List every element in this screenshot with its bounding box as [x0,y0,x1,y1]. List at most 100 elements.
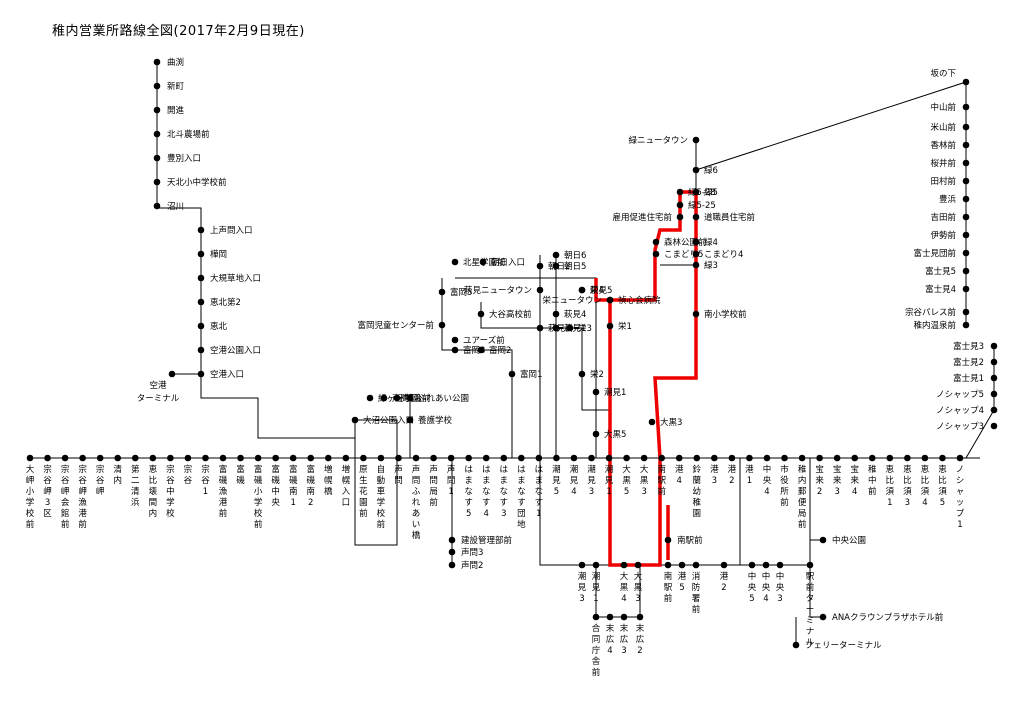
stop-label: 央 [762,582,771,593]
stop-label: 緑ヶ丘学園 [378,393,421,404]
stop-label: 前 [868,486,877,497]
stop-label: 谷 [201,476,210,486]
stop-label: 3 [777,594,782,604]
stop-label: 大沼公園入口 [363,415,414,426]
stop-label: 1 [887,498,892,508]
stop-雇用促進住宅前 [676,213,684,221]
stop-label: 動 [377,475,386,486]
stop-label: 恵 [886,464,895,475]
stop-label: 市 [780,464,789,475]
stop-富磯小学校前 [254,454,262,462]
stop-label: 来 [833,476,842,486]
stop-label: 萩見4 [564,309,586,320]
stop-明治前 [393,394,401,402]
stop-宗谷岬会館前 [61,454,69,462]
stop-label: 須 [886,487,895,497]
stop-label: 車 [377,486,386,497]
stop-label: 便 [798,497,807,508]
stop-南駅前 [658,454,665,462]
stop-label: フェリーターミナル [805,641,882,651]
stop-label: 前 [692,604,701,615]
stop-声問 [395,454,402,462]
stop-label: 空港入口 [210,369,244,380]
stop-label: 谷 [166,476,175,486]
stop-空港入口 [197,370,205,378]
stop-中央4 [763,454,771,462]
stop-label: 吉田前 [930,212,956,223]
stop-label: 恵北 [210,321,228,332]
stop-label: 小 [26,486,35,497]
stop-label: 栄2 [590,369,604,380]
stop-恵比須5 [939,454,946,462]
stop-南小学校前 [692,310,700,318]
stop-label: 1 [203,487,208,497]
stop-label: 中 [868,475,877,486]
stop-label: 富岡2 [489,345,511,356]
stop-label: 富岡1 [520,369,542,380]
lower-line-1 [539,458,810,566]
stop-label: 1 [448,487,453,497]
stop-label: 署 [692,594,701,604]
stop-label: 港 [720,571,729,582]
stop-道職員住宅前 [692,213,700,221]
stop-宗谷岬3区 [44,454,51,462]
stop-label: 栄1 [618,321,632,332]
stop-田村前 [962,177,970,185]
stop-label: な [535,487,544,497]
stop-label: 富 [219,464,228,475]
stop-label: 幼 [693,486,702,497]
stop-label: 宗 [201,464,210,475]
stop-label: 緑5-25 [688,200,716,211]
stop-label: 須 [921,487,930,497]
stop-label: 中 [166,486,175,497]
stop-label: 間 [149,498,158,508]
lower-line-4 [809,458,823,618]
stop-label: 増 [342,464,351,475]
stop-label: な [517,487,526,497]
stop-label: 見 [587,476,596,486]
stop-label: ま [500,476,509,486]
stop-label: 学 [377,497,386,508]
stop-港4 [675,454,683,462]
stop-label: 合 [592,623,601,634]
stops [26,58,998,649]
stop-label: 磯 [219,475,228,486]
stop-label: 所 [780,486,789,497]
stop-港1 [746,454,753,462]
stop-label: 富士見団前 [913,248,956,259]
stop-label: 養護学校 [418,415,453,426]
stop-label: 中 [763,464,772,475]
stop-label: 恵 [921,464,930,475]
stop-label: 緑6 [704,165,718,176]
stop-label: 黒 [622,476,631,486]
stop-空港ターミナル [168,370,176,378]
stop-沼川 [153,202,161,210]
stop-label: 3 [621,646,626,656]
stop-label: 朝日6 [564,251,586,261]
stop-label: 磯 [306,475,315,486]
stop-大黒4 [620,561,628,569]
stop-label: 2 [729,476,734,486]
stop-label: 園 [359,498,368,508]
stop-宝来3 [833,454,841,462]
stop-label: れ [412,498,421,508]
stop-朝日6 [552,251,560,259]
stop-富士見1 [990,374,998,382]
stop-label: 南 [657,464,666,475]
stop-label: タ [806,594,815,604]
stop-label: 宗 [61,464,70,475]
stop-末広3 [620,613,628,621]
stop-空港公園入口 [197,346,205,354]
stop-開進 [153,106,161,114]
stop-富士見5 [962,267,970,275]
stop-label: 内 [798,475,807,486]
stop-label: 4 [484,509,489,519]
stop-label: 磯 [289,475,298,486]
stop-恵北 [197,322,205,330]
stop-富磯漁港前 [219,454,227,462]
stop-南駅前 [664,561,672,569]
stop-潮見1 [592,388,600,396]
stop-label: 禎心会病院 [618,295,661,306]
stop-label: 富岡3 [463,345,485,356]
stop-label: 役 [780,475,789,486]
